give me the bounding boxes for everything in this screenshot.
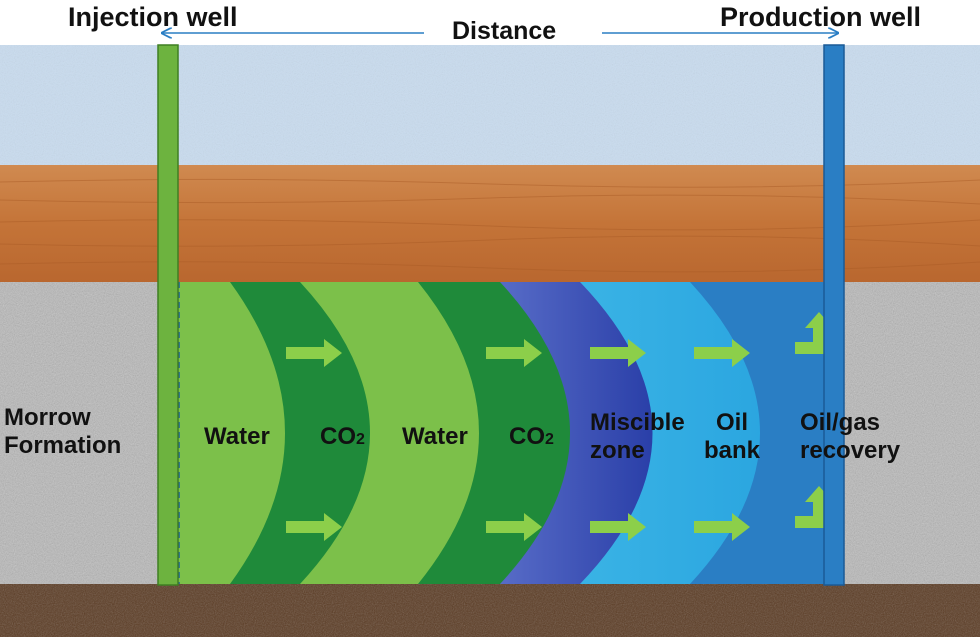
flow-arrow <box>286 339 342 367</box>
zone-label-miscible: Miscible zone <box>590 409 685 464</box>
production-well <box>823 44 845 586</box>
flow-arrow <box>486 339 542 367</box>
formation-label: Morrow Formation <box>4 404 121 460</box>
injection-well <box>157 44 179 586</box>
zone-label-co2-1: CO2 <box>320 423 365 450</box>
flow-arrow <box>694 513 750 541</box>
flow-arrow <box>590 339 646 367</box>
zone-label-oil-bank: Oil bank <box>704 409 761 464</box>
flow-arrow <box>694 339 750 367</box>
flow-arrow <box>590 513 646 541</box>
formation-label-line2: Formation <box>4 432 122 459</box>
zone-label-water-1: Water <box>204 423 270 450</box>
zone-label-water-2: Water <box>402 423 468 450</box>
injection-well-label: Injection well <box>68 2 238 32</box>
zone-label-co2-2: CO2 <box>509 423 554 450</box>
distance-label: Distance <box>452 17 557 45</box>
water-zone-1 <box>176 282 285 584</box>
flow-arrow <box>486 513 542 541</box>
zone-label-recovery: Oil/gas recovery <box>800 409 901 464</box>
production-well-label: Production well <box>720 2 922 32</box>
flow-arrows <box>286 312 833 541</box>
flow-arrow <box>286 513 342 541</box>
formation-label-line1: Morrow <box>4 404 91 431</box>
